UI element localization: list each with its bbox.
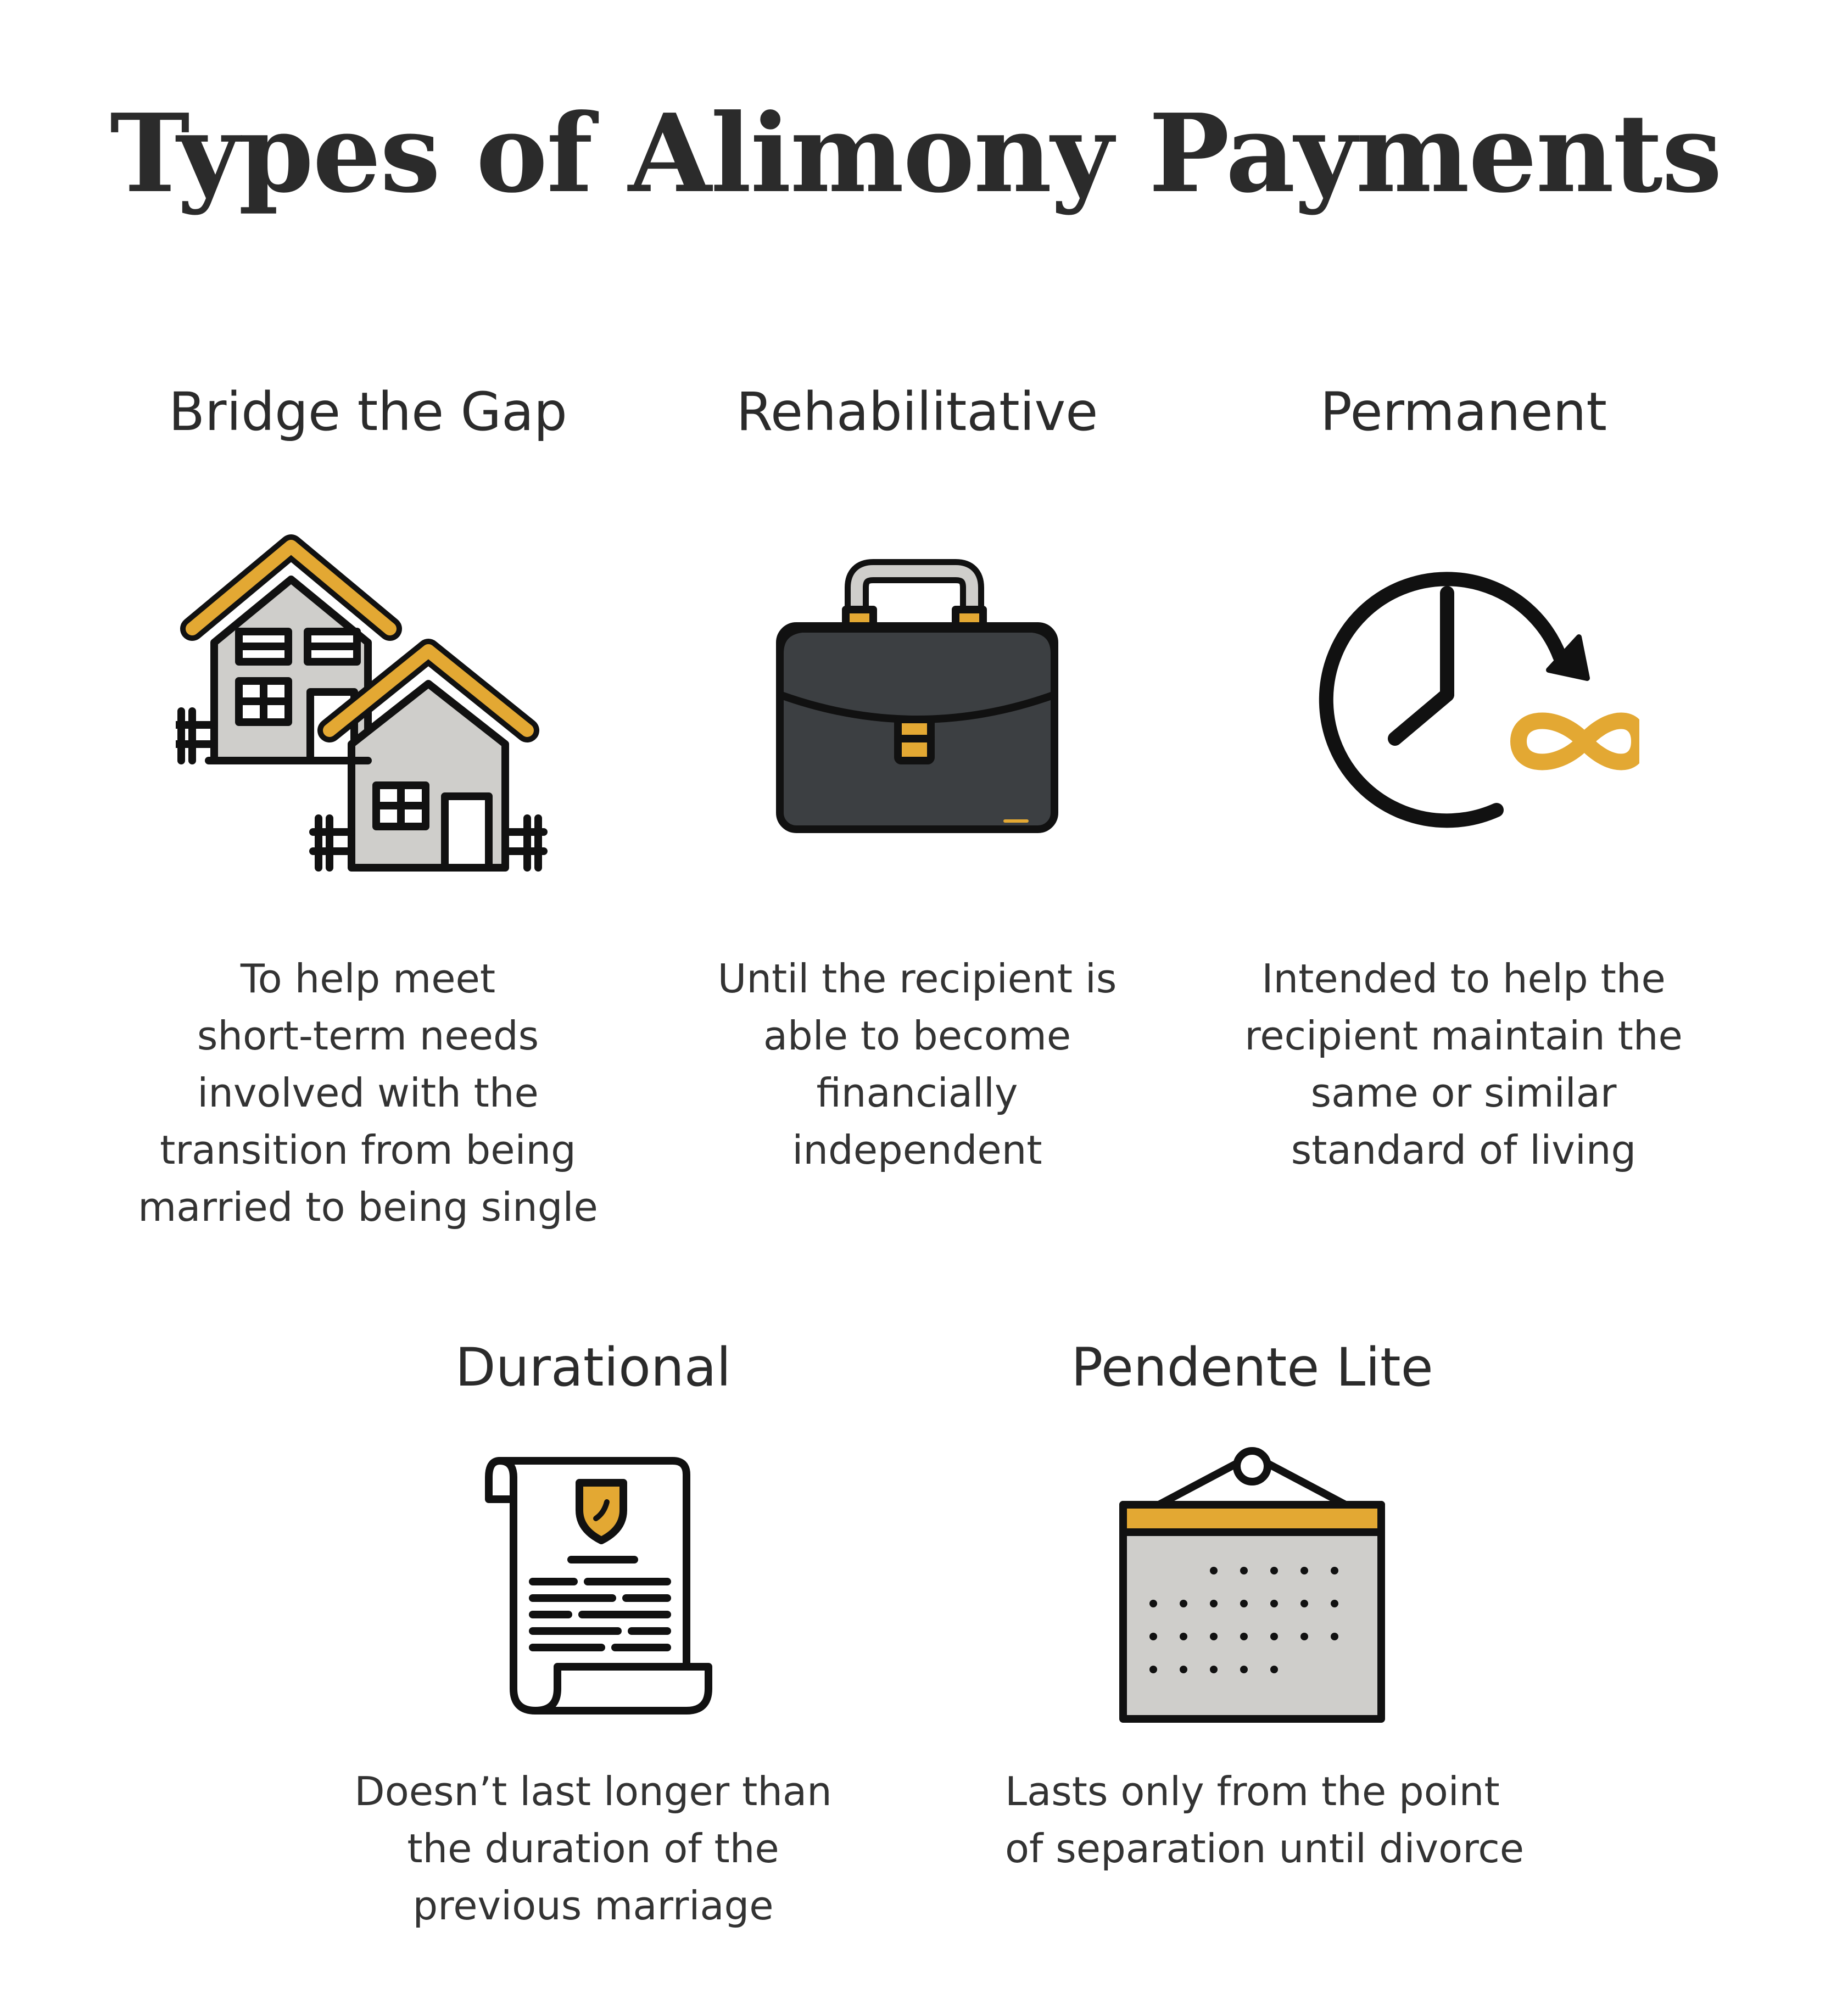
description-line: the duration of the — [407, 1825, 779, 1872]
description-line: able to become — [763, 1013, 1071, 1059]
description-line: Intended to help the — [1261, 956, 1666, 1002]
houses-icon — [172, 527, 571, 879]
item-title: Permanent — [1320, 381, 1607, 443]
clock-infinity-icon — [1310, 560, 1648, 846]
description-line: involved with the — [197, 1070, 539, 1116]
description-line: recipient maintain the — [1244, 1013, 1683, 1059]
alimony-type-pendente-lite: Pendente Lite Lasts only from the point … — [1005, 1334, 1525, 1993]
description-line: transition from being — [160, 1127, 576, 1173]
page-title: Types of Alimony Payments — [109, 91, 1722, 217]
description-line: married to being single — [138, 1184, 598, 1230]
item-description: To help meet short-term needs involved w… — [121, 950, 615, 1236]
item-title: Bridge the Gap — [169, 381, 567, 443]
alimony-type-bridge-the-gap: Bridge the Gap — [121, 379, 615, 1236]
description-line: previous marriage — [412, 1883, 774, 1929]
item-description: Until the recipient is able to become fi… — [670, 950, 1164, 1179]
item-description: Lasts only from the point of separation … — [1005, 1763, 1525, 1877]
description-line: Lasts only from the point — [1005, 1768, 1500, 1814]
description-line: independent — [792, 1127, 1042, 1173]
description-line: short-term needs — [197, 1013, 539, 1059]
description-line: financially — [816, 1070, 1018, 1116]
calendar-icon — [1115, 1444, 1389, 1730]
item-description: Intended to help the recipient maintain … — [1216, 950, 1711, 1179]
item-title: Rehabilitative — [736, 381, 1098, 443]
description-line: Until the recipient is — [717, 956, 1117, 1002]
briefcase-icon — [769, 555, 1065, 840]
description-line: Doesn’t last longer than — [354, 1768, 832, 1814]
description-line: To help meet — [240, 956, 496, 1002]
alimony-type-rehabilitative: Rehabilitative Until the recipient is ab… — [670, 379, 1164, 1236]
certificate-scroll-icon — [475, 1450, 728, 1724]
description-line: standard of living — [1291, 1127, 1637, 1173]
description-line: same or similar — [1310, 1070, 1617, 1116]
item-description: Doesn’t last longer than the duration of… — [346, 1763, 840, 1934]
item-title: Pendente Lite — [1071, 1337, 1433, 1398]
alimony-type-durational: Durational Doesn’t — [346, 1334, 840, 1993]
alimony-type-permanent: Permanent Intended to help the recipient… — [1216, 379, 1711, 1236]
item-title: Durational — [455, 1337, 732, 1398]
description-line: of separation until divorce — [1005, 1825, 1525, 1872]
